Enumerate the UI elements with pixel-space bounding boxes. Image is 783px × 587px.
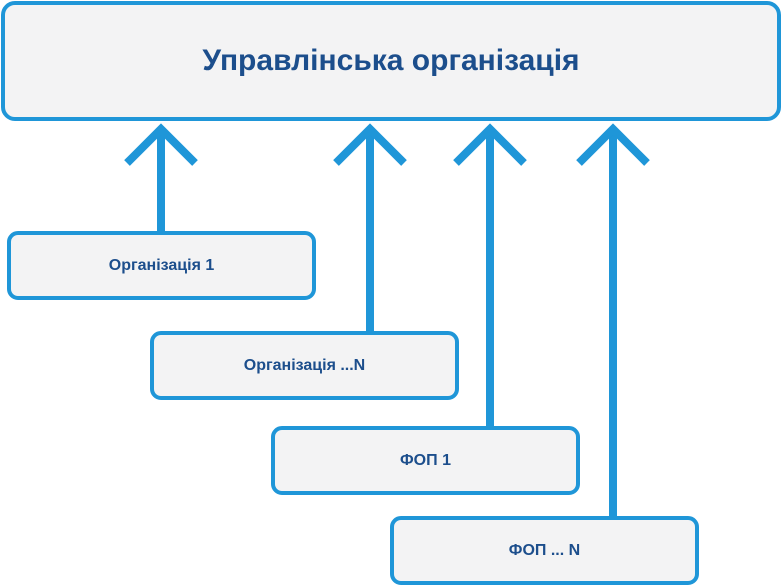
parent-label: Управлінська організація: [202, 44, 580, 77]
child-box-fop-n: ФОП ... N: [390, 516, 699, 585]
child-label-organization-n: Організація ...N: [243, 356, 366, 374]
child-box-fop-1: ФОП 1: [271, 426, 580, 495]
arrow-fop1-to-parent: [453, 123, 527, 427]
child-box-organization-n: Організація ...N: [150, 331, 459, 400]
arrow-fopN-to-parent: [576, 123, 650, 517]
child-label-organization-1: Організація 1: [108, 256, 215, 274]
arrow-orgN-to-parent: [333, 123, 407, 332]
arrow-org1-to-parent: [124, 123, 198, 232]
child-box-organization-1: Організація 1: [7, 231, 316, 300]
parent-box: Управлінська організація: [1, 1, 781, 121]
child-label-fop-1: ФОП 1: [400, 451, 451, 469]
child-label-fop-n: ФОП ... N: [508, 541, 581, 559]
